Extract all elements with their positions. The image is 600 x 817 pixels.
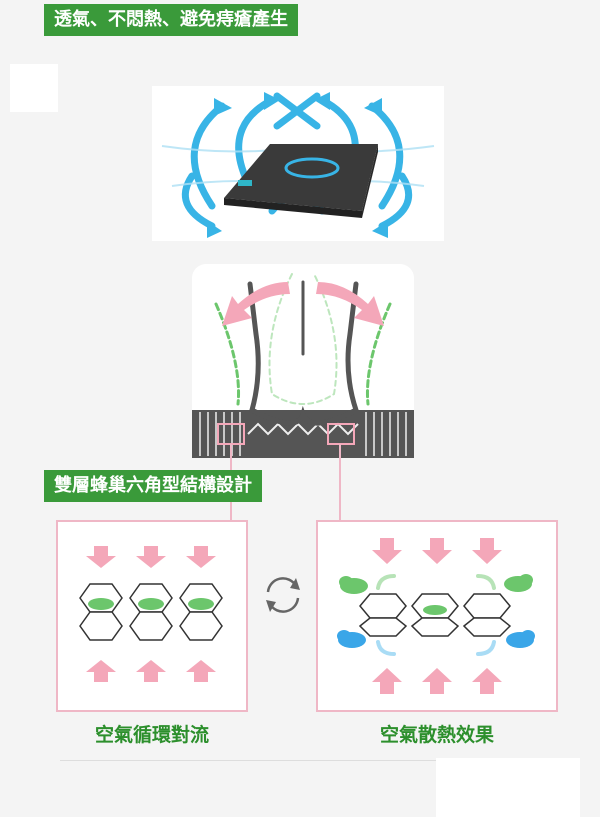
caption-heat-dissipation: 空氣散熱效果 [379,724,494,746]
decor-white-square [10,64,58,112]
caption-air-circulation: 空氣循環對流 [94,724,209,746]
cushion-icon [224,144,378,218]
panel-heat-dissipation [316,520,558,712]
heading-honeycomb-design: 雙層蜂巢六角型結構設計 [44,470,262,502]
cloud-icon [337,630,535,648]
cushion-airflow-illustration [152,86,444,241]
panel-air-circulation [56,520,248,712]
divider [60,760,550,761]
cloud-icon [339,574,533,594]
buttocks-silhouette-icon [214,273,392,426]
hexagon-honeycomb-icon [337,538,535,694]
decor-white-block [436,758,580,817]
heading-breathable: 透氣、不悶熱、避免痔瘡產生 [44,4,298,36]
refresh-cycle-icon [266,577,300,613]
seating-cross-section [192,264,414,458]
hexagon-honeycomb-icon [79,546,223,682]
